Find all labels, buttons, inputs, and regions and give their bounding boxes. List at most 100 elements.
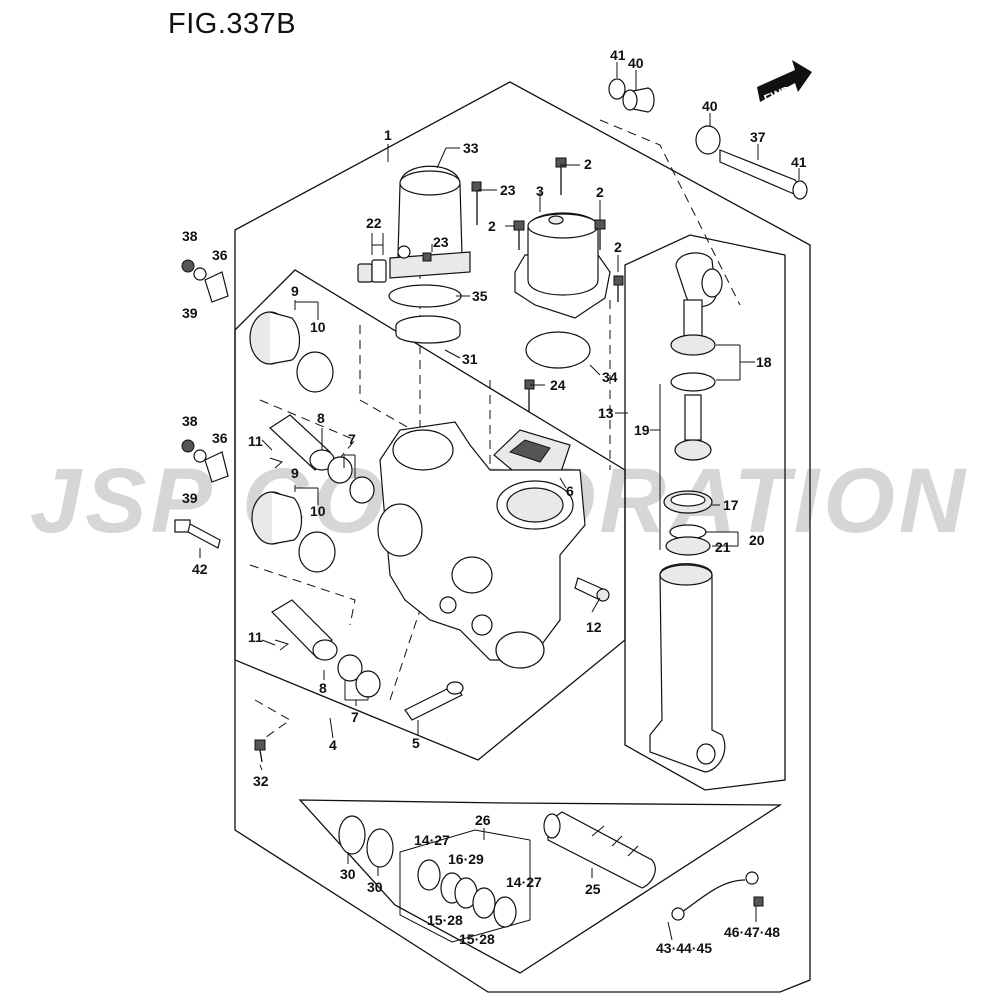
callout-7b: 7 <box>351 709 359 725</box>
valve-5 <box>404 681 464 721</box>
terminal-upper <box>181 259 229 303</box>
callout-4: 4 <box>329 737 337 753</box>
bolt-42 <box>174 519 221 549</box>
callout-46-47-48: 46·47·48 <box>724 924 780 940</box>
figure-title: FIG.337B <box>168 8 297 40</box>
callout-38b: 38 <box>182 413 198 429</box>
callout-41a: 41 <box>610 47 626 63</box>
callout-12: 12 <box>586 619 602 635</box>
assembly-frame <box>234 81 811 993</box>
dash-line <box>599 119 741 306</box>
callout-23: 23 <box>500 182 516 198</box>
dash-line <box>254 699 291 746</box>
callout-35: 35 <box>472 288 488 304</box>
cylinder-frame <box>624 234 786 791</box>
callout-15-28b: 15·28 <box>459 931 495 947</box>
seal-20-21 <box>665 524 711 556</box>
callout-22: 22 <box>366 215 382 231</box>
pilot-valve-upper <box>249 311 375 504</box>
screw-23 <box>471 181 482 225</box>
callout-24: 24 <box>550 377 566 393</box>
cylinder-body <box>649 563 726 773</box>
ground-wire <box>671 871 764 921</box>
reservoir-cap <box>389 165 471 279</box>
seal-kit-frame <box>298 799 783 974</box>
pump-motor <box>514 212 611 319</box>
o-ring-14-27b <box>493 896 517 928</box>
dash-line <box>359 325 431 441</box>
callout-38a: 38 <box>182 228 198 244</box>
callout-2a: 2 <box>584 156 592 172</box>
callout-26: 26 <box>475 812 491 828</box>
callout-36a: 36 <box>212 247 228 263</box>
trim-cylinder-rod <box>670 252 723 461</box>
valve-12 <box>574 577 610 602</box>
callout-6: 6 <box>566 483 574 499</box>
callout-32: 32 <box>253 773 269 789</box>
callout-11a: 11 <box>248 433 263 449</box>
callout-9a: 9 <box>291 283 299 299</box>
manifold-body <box>377 421 586 669</box>
callout-23b: 23 <box>433 234 449 250</box>
o-ring-34 <box>525 331 591 369</box>
callout-30a: 30 <box>340 866 356 882</box>
callout-1: 1 <box>384 127 392 143</box>
callout-11b: 11 <box>248 629 263 645</box>
callout-8a: 8 <box>317 410 325 426</box>
callout-39b: 39 <box>182 490 198 506</box>
callout-14-27a: 14·27 <box>414 832 450 848</box>
callout-19: 19 <box>634 422 650 438</box>
callout-39a: 39 <box>182 305 198 321</box>
screw-32 <box>254 739 266 763</box>
callout-18: 18 <box>756 354 772 370</box>
callout-42: 42 <box>192 561 208 577</box>
o-ring-15-28b <box>472 887 496 919</box>
o-ring-14-27 <box>417 859 441 891</box>
callout-2c: 2 <box>488 218 496 234</box>
callout-7a: 7 <box>348 431 356 447</box>
shaft-25 <box>543 811 656 889</box>
callout-34: 34 <box>602 369 618 385</box>
dash-line <box>259 399 356 471</box>
seal-30 <box>338 815 366 855</box>
callout-20: 20 <box>749 532 765 548</box>
callout-14-27b: 14·27 <box>506 874 542 890</box>
callout-9b: 9 <box>291 465 299 481</box>
callout-13: 13 <box>598 405 614 421</box>
fwd-arrow-icon: FWD <box>757 60 812 106</box>
terminal-lower <box>181 439 229 483</box>
callout-36b: 36 <box>212 430 228 446</box>
callout-30b: 30 <box>367 879 383 895</box>
callout-40a: 40 <box>628 55 644 71</box>
callout-2d: 2 <box>614 239 622 255</box>
callout-37: 37 <box>750 129 766 145</box>
callout-31: 31 <box>462 351 478 367</box>
callout-5: 5 <box>412 735 420 751</box>
o-ring-kit-frame <box>399 829 531 943</box>
callout-33: 33 <box>463 140 479 156</box>
o-ring-35 <box>388 284 462 308</box>
callout-25: 25 <box>585 881 601 897</box>
bushing-set <box>608 78 808 200</box>
callout-16-29: 16·29 <box>448 851 484 867</box>
callout-2b: 2 <box>596 184 604 200</box>
dash-line <box>249 564 356 626</box>
callout-21: 21 <box>715 539 731 555</box>
seal-30b <box>366 828 394 868</box>
callout-41b: 41 <box>791 154 807 170</box>
leader-lines <box>199 62 800 941</box>
callout-43-44-45: 43·44·45 <box>656 940 712 956</box>
callout-15-28a: 15·28 <box>427 912 463 928</box>
callout-8b: 8 <box>319 680 327 696</box>
screw-23b <box>422 252 432 262</box>
filter-31 <box>395 315 461 344</box>
plug-22 <box>357 259 387 283</box>
callout-40b: 40 <box>702 98 718 114</box>
callout-3: 3 <box>536 183 544 199</box>
callout-17: 17 <box>723 497 739 513</box>
dash-line <box>389 609 421 701</box>
callout-10b: 10 <box>310 503 326 519</box>
pilot-valve-lower <box>251 491 381 698</box>
seal-17 <box>663 490 713 514</box>
